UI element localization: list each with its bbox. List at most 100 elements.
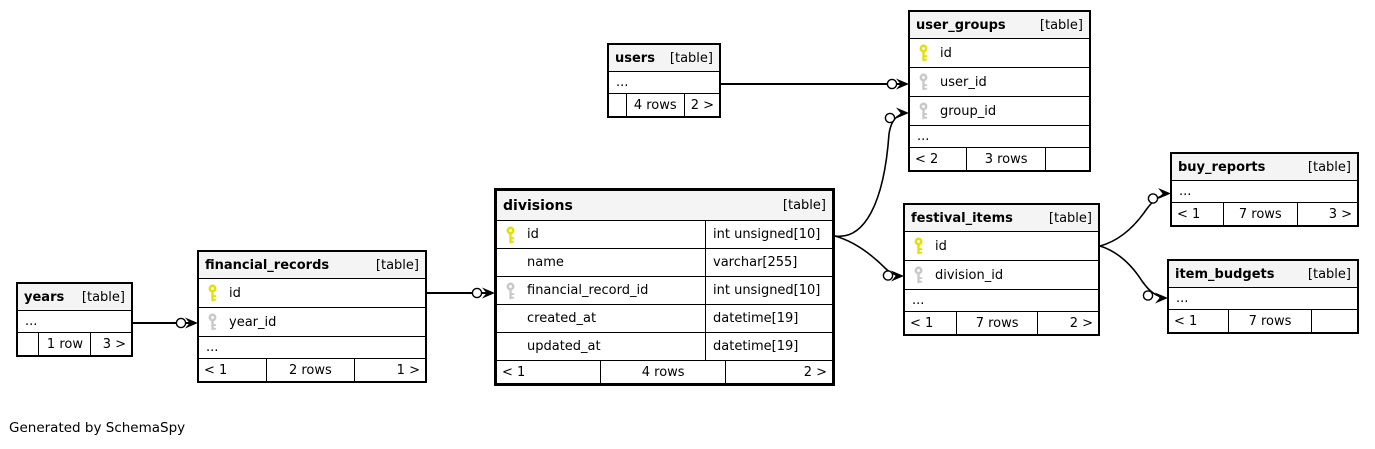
table-header: divisions [table] [497, 191, 832, 221]
table-name: users [615, 50, 655, 66]
zero-or-one-circle [1147, 193, 1159, 204]
table-years[interactable]: years [table]...1 row 3 > [16, 282, 133, 357]
table-type-tag: [table] [81, 289, 125, 305]
primary-key-icon [505, 226, 516, 243]
table-type-tag: [table] [782, 198, 826, 213]
footer-row-count: 1 row [39, 333, 92, 355]
table-footer: 4 rows 2 > [609, 94, 719, 116]
table-type-tag: [table] [669, 50, 713, 66]
foreign-key-icon [207, 313, 218, 331]
table-name: financial_records [205, 257, 330, 273]
footer-hidden-relations-right: 1 > [396, 362, 420, 378]
foreign-key-icon [505, 282, 516, 299]
column-name: ... [1176, 291, 1189, 306]
table-name: buy_reports [1178, 159, 1266, 175]
table-footer: 1 row 3 > [18, 333, 131, 355]
relationship-line [1099, 245, 1163, 298]
column-name: division_id [935, 267, 1004, 283]
footer-hidden-relations-right [1046, 148, 1089, 170]
footer-hidden-relations-right [1312, 310, 1357, 332]
column-name: id [527, 227, 539, 242]
many-arrowhead-icon [185, 317, 198, 329]
column-type: datetime[19] [705, 305, 832, 332]
many-arrowhead-icon [896, 78, 909, 90]
table-header: item_budgets[table] [1169, 261, 1357, 288]
footer-hidden-relations-left: < 1 [905, 312, 958, 334]
many-arrowhead-icon [891, 270, 904, 282]
relationship-divisions-id-to-user-groups-group-id [834, 107, 909, 237]
column-name: ... [1179, 184, 1192, 199]
table-name: festival_items [911, 210, 1013, 226]
relationship-users-to-user-groups-user-id [721, 78, 909, 90]
column-name: created_at [527, 311, 597, 326]
columns-ellipsis-row: ... [1169, 288, 1357, 310]
zero-or-one-circle [884, 112, 896, 124]
relationship-line [834, 235, 902, 277]
footer-hidden-relations-left: < 1 [1169, 310, 1230, 332]
column-type: int unsigned[10] [705, 277, 832, 304]
footer-hidden-relations-left [609, 94, 627, 116]
foreign-key-icon [918, 102, 929, 120]
footer-hidden-relations-left: < 1 [1172, 203, 1224, 225]
column-name: id [229, 285, 241, 301]
column-row-created-at: created_at datetime[19] [497, 305, 832, 333]
column-row-id: id [199, 279, 425, 308]
table-type-tag: [table] [375, 257, 419, 273]
column-row-financial-record-id: financial_record_id int unsigned[10] [497, 277, 832, 305]
zero-or-one-circle [1142, 290, 1154, 301]
footer-row-count: 4 rows [627, 94, 685, 116]
footer-hidden-relations-left: < 2 [910, 148, 968, 170]
table-header: users [table] [609, 45, 719, 72]
footer-row-count: 2 rows [267, 359, 355, 381]
columns-ellipsis-row: ... [905, 290, 1098, 312]
many-arrowhead-icon [1155, 292, 1168, 304]
table-header: years [table] [18, 284, 131, 311]
column-name: id [940, 45, 952, 61]
primary-key-icon [913, 237, 924, 255]
table-name: years [24, 289, 65, 305]
table-user-groups[interactable]: user_groups[table]id user_id group_id...< … [908, 10, 1091, 172]
generator-note: Generated by SchemaSpy [9, 420, 186, 436]
column-name: group_id [940, 103, 997, 119]
table-header: user_groups[table] [910, 12, 1089, 39]
columns-ellipsis-row: ... [910, 126, 1089, 148]
footer-hidden-relations-left: < 1 [199, 359, 267, 381]
table-name: divisions [503, 197, 573, 214]
column-row-division-id: division_id [905, 261, 1098, 290]
table-type-tag: [table] [1039, 17, 1083, 33]
column-row-year-id: year_id [199, 308, 425, 337]
foreign-key-icon [913, 266, 924, 284]
column-type: datetime[19] [705, 333, 832, 360]
many-arrowhead-icon [896, 107, 909, 119]
footer-hidden-relations-right: 2 > [803, 364, 827, 380]
columns-ellipsis-row: ... [18, 311, 131, 333]
footer-hidden-relations-left [18, 333, 40, 355]
column-row-group-id: group_id [910, 97, 1089, 126]
column-type: int unsigned[10] [705, 221, 832, 248]
footer-hidden-relations-right: 2 > [690, 97, 714, 113]
table-type-tag: [table] [1048, 210, 1092, 226]
zero-or-one-circle [882, 270, 894, 281]
column-name: financial_record_id [527, 283, 649, 298]
column-name: ... [25, 314, 38, 329]
relationship-line [834, 112, 906, 237]
footer-hidden-relations-right: 3 > [102, 336, 126, 352]
relationship-financial-records-id-to-divisions-financial-record-id [427, 287, 495, 299]
column-name: user_id [940, 74, 987, 90]
footer-row-count: 7 rows [1229, 310, 1312, 332]
table-header: festival_items [table] [905, 205, 1098, 232]
